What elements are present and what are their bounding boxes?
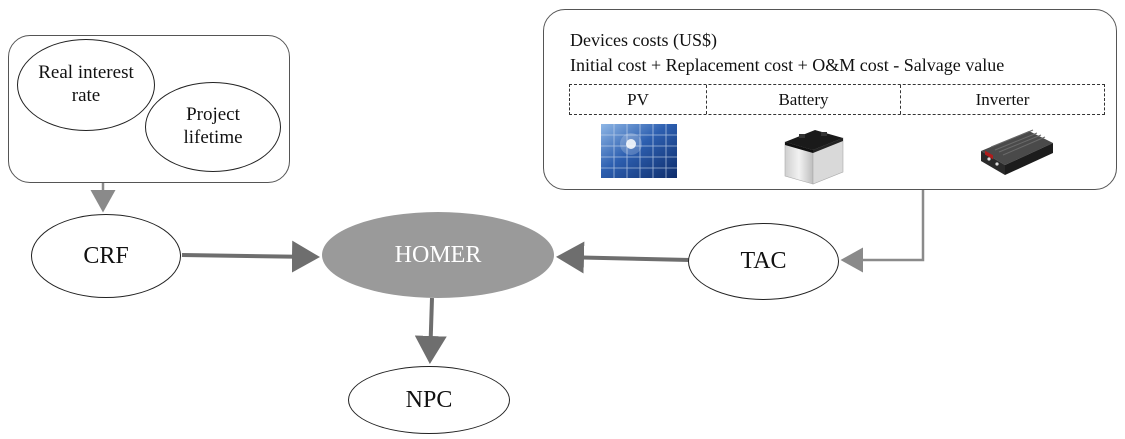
homer-node: HOMER	[322, 212, 554, 298]
arrow-devices-to-tac	[840, 190, 925, 273]
device-label-inverter: Inverter	[900, 85, 1104, 114]
cost-formula: Initial cost + Replacement cost + O&M co…	[570, 55, 1005, 75]
devices-table: PV Battery Inverter	[569, 84, 1105, 115]
devices-costs-title: Devices costs (US$)	[570, 30, 717, 50]
tac-node: TAC	[688, 223, 839, 300]
real-interest-rate-node: Real interest rate	[17, 39, 155, 131]
inverter-icon	[981, 129, 1053, 175]
device-label-battery: Battery	[706, 85, 900, 114]
arrow-crf-to-homer	[181, 240, 320, 273]
arrow-tac-to-homer	[556, 241, 691, 274]
project-lifetime-node: Project lifetime	[145, 82, 281, 172]
arrow-homer-to-npc	[414, 297, 447, 364]
crf-node: CRF	[31, 214, 181, 298]
device-label-pv: PV	[627, 89, 649, 109]
solar-panel-icon	[601, 124, 677, 178]
npc-node: NPC	[348, 366, 510, 434]
battery-icon	[784, 130, 844, 185]
